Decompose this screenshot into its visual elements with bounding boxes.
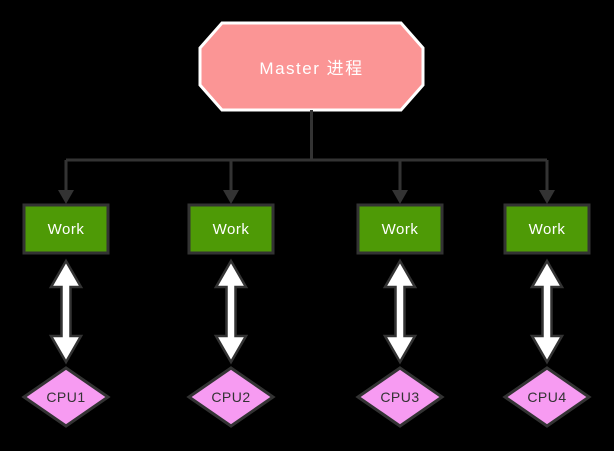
double-arrow-icon <box>48 258 84 365</box>
cpu-node-shape <box>186 366 276 428</box>
cpu-node-shape <box>502 366 592 428</box>
arrowhead-down-icon <box>539 190 555 204</box>
master-node-shape <box>198 21 425 112</box>
arrowhead-down-icon <box>58 190 74 204</box>
worker-node-shape <box>356 203 444 255</box>
arrowhead-down-icon <box>223 190 239 204</box>
tree-connector-lines <box>64 110 549 191</box>
arrowhead-down-icon <box>392 190 408 204</box>
double-arrow-icon <box>529 258 565 365</box>
double-arrow-icon <box>382 258 418 365</box>
cpu-node-shape <box>355 366 445 428</box>
worker-node-shape <box>503 203 591 255</box>
worker-node-shape <box>187 203 275 255</box>
cpu-node-shape <box>21 366 111 428</box>
double-arrow-icon <box>213 258 249 365</box>
worker-node-shape <box>22 203 110 255</box>
